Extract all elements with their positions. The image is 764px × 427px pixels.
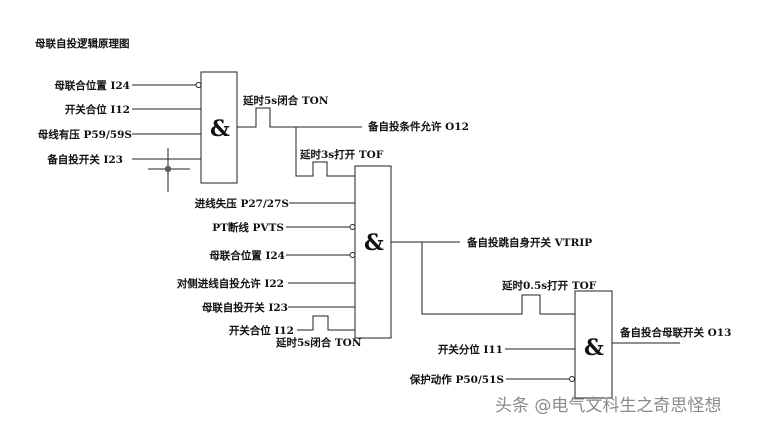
gate2-feed-delay-label: 延时3s打开 TOF	[299, 148, 384, 161]
gate1-input-label: 备自投开关 I23	[46, 153, 123, 166]
and-gate-3	[574, 290, 613, 399]
inverter-circle	[195, 82, 202, 88]
and-gate-3-symbol: &	[584, 335, 604, 361]
gate2-input-label: 母联合位置 I24	[209, 249, 285, 262]
gate2-input-label: 开关合位 I12	[229, 324, 294, 337]
gate2-i12-delay-label: 延时5s闭合 TON	[275, 336, 362, 349]
gate2-input-label: 母联自投开关 I23	[202, 301, 288, 314]
and-gate-1-symbol: &	[210, 116, 230, 142]
gate3-input-label: 开关分位 I11	[438, 343, 503, 356]
diagram-title: 母联自投逻辑原理图	[35, 37, 130, 50]
gate3-feed-delay-label: 延时0.5s打开 TOF	[501, 279, 597, 292]
gate1-input-label: 母联合位置 I24	[54, 79, 130, 92]
gate1-output-label: 备自投条件允许 O12	[367, 120, 469, 133]
gate3-output-label: 备自投合母联开关 O13	[619, 326, 731, 339]
gate1-input-label: 开关合位 I12	[65, 103, 130, 116]
gate2-output-label: 备自投跳自身开关 VTRIP	[466, 236, 592, 249]
gate2-input-label: PT断线 PVTS	[212, 221, 284, 234]
gate3-input-label: 保护动作 P50/51S	[409, 373, 504, 386]
gate2-input-label: 进线失压 P27/27S	[195, 197, 289, 210]
and-gate-2-symbol: &	[364, 230, 384, 256]
gate2-input-label: 对侧进线自投允许 I22	[177, 277, 284, 290]
crosshair-cursor-icon	[148, 148, 190, 192]
gate1-input-label: 母线有压 P59/59S	[38, 128, 132, 141]
and-gate-2	[354, 165, 392, 339]
watermark: 头条 @电气文科生之奇思怪想	[495, 396, 721, 416]
gate1-delay-label: 延时5s闭合 TON	[242, 94, 329, 107]
